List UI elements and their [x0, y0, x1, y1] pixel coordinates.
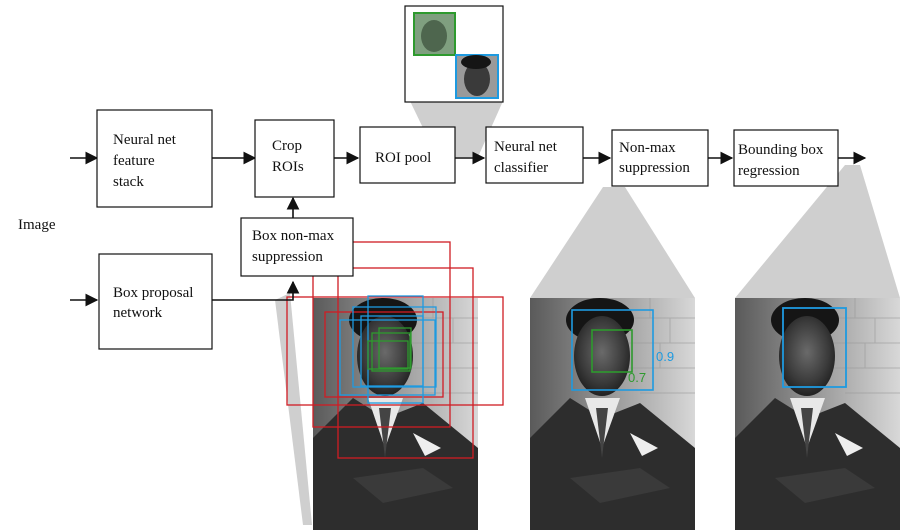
box-nms-line-2: suppression: [252, 249, 323, 265]
proposal-callout: [275, 293, 312, 525]
regressed-box: [782, 307, 847, 388]
proposal-network-line-1: Box proposal: [113, 285, 193, 301]
crop-rois-line-2: ROIs: [272, 159, 304, 175]
block-box-nms: Box non-max suppression: [240, 217, 354, 277]
box-nms-line-1: Box non-max: [252, 228, 335, 244]
block-proposal-network: Box proposal network: [98, 253, 213, 350]
block-crop-rois: Crop ROIs: [254, 119, 335, 198]
nms-line-1: Non-max: [619, 140, 676, 156]
classifier-line-2: classifier: [494, 160, 548, 176]
block-nms: Non-max suppression: [611, 129, 709, 187]
nms-line-2: suppression: [619, 160, 690, 176]
flow-arrows: [70, 151, 867, 307]
nms-blue-box: [571, 309, 654, 391]
block-roi-pool: ROI pool: [359, 126, 456, 184]
block-classifier: Neural net classifier: [485, 126, 584, 184]
classifier-line-1: Neural net: [494, 139, 558, 155]
photo-regression: [734, 297, 901, 531]
regression-callout: [735, 165, 900, 298]
block-bbox-regression: Bounding box regression: [733, 129, 839, 187]
bbox-regression-line-1: Bounding box: [738, 142, 824, 158]
feature-stack-line-2: feature: [113, 153, 155, 169]
crop-rois-line-1: Crop: [272, 138, 302, 154]
green-candidate-boxes: [367, 327, 412, 372]
red-proposal-boxes: [286, 241, 504, 459]
photo-nms: [529, 297, 696, 531]
green-score-label: 0.7: [628, 370, 646, 385]
feature-stack-line-3: stack: [113, 174, 144, 190]
roi-pool-label: ROI pool: [375, 150, 431, 166]
proposal-network-line-2: network: [113, 305, 163, 321]
block-feature-stack: Neural net feature stack: [96, 109, 213, 208]
bbox-regression-line-2: regression: [738, 163, 800, 179]
nms-callout: [530, 187, 695, 298]
input-image-label: Image: [18, 217, 56, 233]
feature-stack-line-1: Neural net: [113, 132, 177, 148]
roi-thumbnail-panel: [404, 5, 504, 103]
blue-score-label: 0.9: [656, 349, 674, 364]
nms-green-box: [591, 329, 633, 373]
